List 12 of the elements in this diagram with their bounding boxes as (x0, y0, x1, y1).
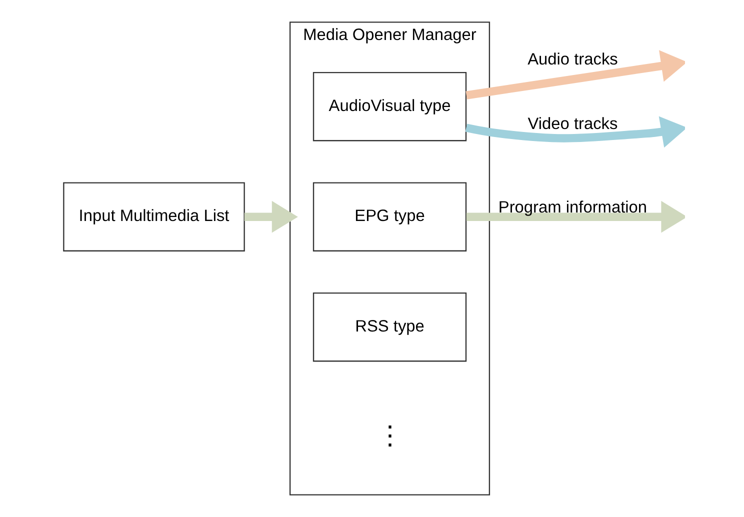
node-box: RSS type (312, 292, 467, 362)
node-box: Input Multimedia List (63, 182, 245, 252)
edge-label: Audio tracks (528, 50, 618, 69)
arrow (244, 200, 298, 233)
node-box: AudioVisual type (312, 72, 467, 142)
edge-label: Program information (498, 198, 648, 216)
arrow (466, 50, 685, 100)
edge-label: Video tracks (528, 115, 618, 134)
arrow (466, 200, 685, 233)
label: ⋮ (376, 422, 403, 450)
arrow (465, 116, 685, 148)
node-box: EPG type (312, 182, 467, 252)
